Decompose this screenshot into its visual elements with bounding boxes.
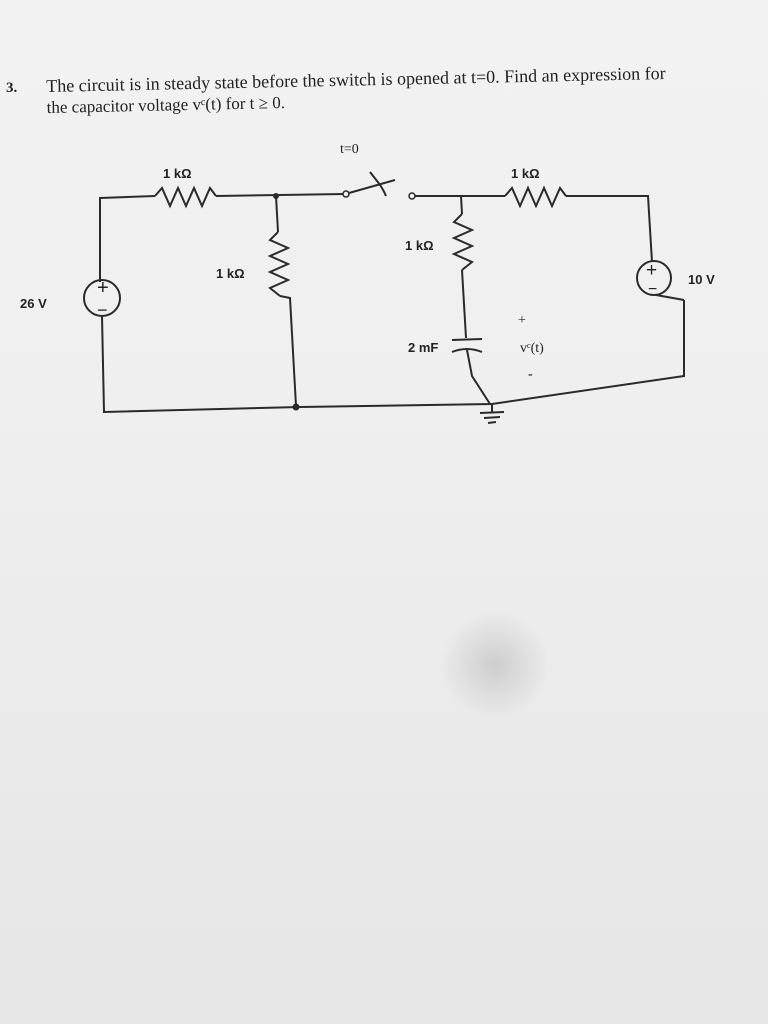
resistor-shunt-right bbox=[451, 213, 475, 271]
wire-top-mid bbox=[215, 193, 346, 197]
wire-shunt-left-bottom bbox=[279, 295, 297, 407]
problem-number: 3. bbox=[6, 80, 18, 96]
vc-plus: + bbox=[518, 313, 526, 328]
source-right-label: 10 V bbox=[688, 272, 715, 287]
voltage-source-right bbox=[636, 260, 672, 296]
resistor-shunt-left bbox=[267, 231, 291, 297]
wire-shunt-right-top bbox=[460, 195, 463, 215]
ground-line-2 bbox=[483, 416, 501, 419]
switch-time-label: t=0 bbox=[340, 142, 359, 157]
wire-shunt-left-top bbox=[275, 195, 279, 233]
wire-top-left bbox=[99, 195, 156, 282]
wire-capacitor-bottom bbox=[466, 349, 491, 405]
node-top-left bbox=[273, 193, 279, 199]
r-shunt-right-label: 1 kΩ bbox=[405, 238, 434, 253]
switch-left-terminal bbox=[342, 190, 350, 198]
resistor-top-left bbox=[154, 185, 217, 209]
r-top-right-label: 1 kΩ bbox=[511, 166, 540, 181]
wire-shunt-right-mid bbox=[461, 269, 467, 339]
node-bottom-left bbox=[292, 403, 300, 411]
bleedthrough-blob bbox=[440, 610, 550, 720]
resistor-top-right bbox=[504, 185, 567, 209]
r-shunt-left-label: 1 kΩ bbox=[216, 266, 245, 281]
capacitor-plate-top bbox=[451, 338, 483, 341]
r-top-left-label: 1 kΩ bbox=[163, 166, 192, 181]
ground-line-3 bbox=[487, 421, 497, 424]
wire-right-top bbox=[566, 195, 653, 263]
switch-blade bbox=[348, 179, 396, 194]
switch-arrow bbox=[369, 171, 387, 197]
capacitor-plate-bottom bbox=[451, 348, 483, 353]
source-left-label: 26 V bbox=[20, 296, 47, 311]
ground-line-1 bbox=[479, 411, 505, 414]
source-left-minus: − bbox=[97, 300, 108, 320]
vc-label: vᶜ(t) bbox=[520, 341, 544, 356]
wire-right-source-bottom bbox=[655, 294, 685, 301]
source-left-plus: + bbox=[97, 277, 109, 299]
wire-left-bottom bbox=[101, 300, 685, 414]
capacitor-label: 2 mF bbox=[408, 340, 438, 355]
vc-minus: - bbox=[528, 367, 533, 382]
source-right-minus: − bbox=[648, 281, 657, 298]
switch-right-terminal bbox=[408, 192, 416, 200]
source-right-plus: + bbox=[646, 260, 657, 281]
